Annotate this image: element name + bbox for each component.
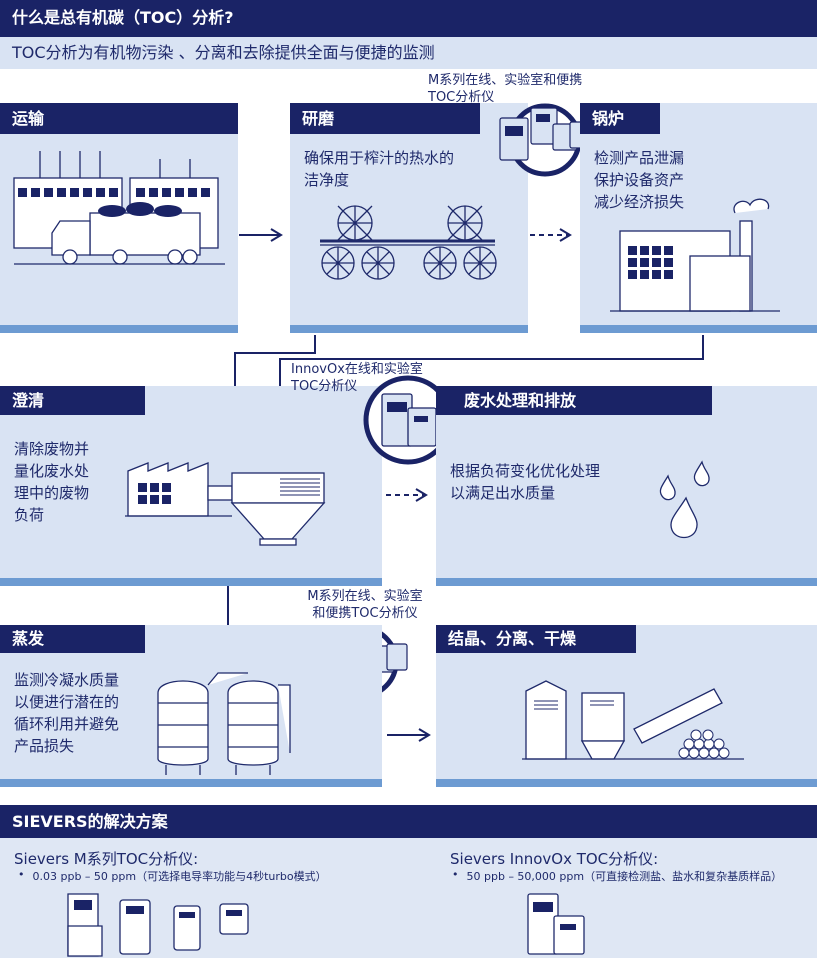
innovox-solution-title: Sievers InnovOx TOC分析仪: <box>450 850 659 868</box>
m-series-mid-label-2: 和便携TOC分析仪 <box>312 606 418 621</box>
water-drops-icon <box>659 460 710 539</box>
clarification-text-1: 清除废物并 <box>14 440 90 458</box>
clarification-accent <box>0 578 382 586</box>
boiler-text-1: 检测产品泄漏 <box>594 149 685 167</box>
innovox-product-image <box>527 893 585 955</box>
wastewater-panel: 废水处理和排放 根据负荷变化优化处理 以满足出水质量 <box>436 386 817 586</box>
transport-accent <box>0 325 238 333</box>
m-series-mid-label-1: M系列在线、实验室 <box>307 589 423 604</box>
m-series-instruments-icon <box>499 103 591 177</box>
evaporator-tanks-illustration <box>157 672 291 775</box>
wastewater-text-2: 以满足出水质量 <box>450 484 556 502</box>
transport-header: 运输 <box>0 103 238 134</box>
innovox-bullet-icon: • <box>452 868 459 881</box>
clarification-text-4: 负荷 <box>14 506 45 524</box>
m-series-top-label-1: M系列在线、实验室和便携 <box>428 73 583 88</box>
evaporation-header: 蒸发 <box>0 625 145 653</box>
m-series-solution-range: 0.03 ppb – 50 ppm（可选择电导率功能与4秒turbo模式） <box>32 870 327 883</box>
transport-panel: 运输 <box>0 103 238 333</box>
crystallization-panel: 结晶、分离、干燥 <box>436 625 817 787</box>
clarification-text-3: 理中的废物 <box>14 484 90 502</box>
innovox-mid-label-2: TOC分析仪 <box>291 379 358 394</box>
boiler-factory-illustration <box>610 198 780 312</box>
boiler-text-3: 减少经济损失 <box>594 193 685 211</box>
innovox-mid-label-1: InnovOx在线和实验室 <box>291 362 423 377</box>
evaporation-text-1: 监测冷凝水质量 <box>14 671 120 689</box>
boiler-panel: 锅炉 检测产品泄漏 保护设备资产 减少经济损失 <box>580 103 817 333</box>
evaporation-text-3: 循环利用并避免 <box>14 715 120 733</box>
solutions-header: SIEVERS的解决方案 <box>0 805 817 838</box>
grinding-rollers-illustration <box>320 205 497 280</box>
arrow-evaporation-crystallization <box>387 728 431 742</box>
grinding-accent <box>290 325 528 333</box>
page-subtitle: TOC分析为有机物污染 、分离和去除提供全面与便捷的监测 <box>0 37 817 69</box>
dashed-arrow-grinding-boiler <box>530 228 572 242</box>
boiler-text-2: 保护设备资产 <box>594 171 685 189</box>
evaporation-text-2: 以便进行潜在的 <box>14 693 120 711</box>
wastewater-header: 废水处理和排放 <box>436 386 712 415</box>
evaporation-accent <box>0 779 382 787</box>
clarification-panel: 澄清 清除废物并 量化废水处 理中的废物 负荷 <box>0 386 382 586</box>
m-series-solution-title: Sievers M系列TOC分析仪: <box>14 850 199 868</box>
page-title: 什么是总有机碳（TOC）分析? <box>0 0 817 37</box>
grinding-panel: 研磨 确保用于榨汁的热水的 洁净度 <box>290 103 528 333</box>
boiler-header: 锅炉 <box>580 103 660 134</box>
m-series-products-image <box>67 893 249 957</box>
clarification-text-2: 量化废水处 <box>14 462 90 480</box>
grinding-text-2: 洁净度 <box>304 171 350 189</box>
dashed-arrow-clarification-wastewater <box>386 488 428 502</box>
wastewater-text-1: 根据负荷变化优化处理 <box>450 462 601 480</box>
evaporation-text-4: 产品损失 <box>14 737 75 755</box>
innovox-solution-range: 50 ppb – 50,000 ppm（可直接检测盐、盐水和复杂基质样品） <box>466 870 783 883</box>
factory-truck-illustration <box>13 151 225 265</box>
grinding-header: 研磨 <box>290 103 480 134</box>
evaporation-panel: 蒸发 监测冷凝水质量 以便进行潜在的 循环利用并避免 产品损失 <box>0 625 382 787</box>
crystallization-accent <box>436 779 817 787</box>
wastewater-accent <box>436 578 817 586</box>
arrow-transport-grinding <box>239 228 283 242</box>
m-series-bullet-icon: • <box>18 868 25 881</box>
solutions-panel: Sievers M系列TOC分析仪: • 0.03 ppb – 50 ppm（可… <box>0 838 817 958</box>
crystallization-header: 结晶、分离、干燥 <box>436 625 636 653</box>
clarifier-tank-illustration <box>125 462 326 546</box>
grinding-text-1: 确保用于榨汁的热水的 <box>304 149 455 167</box>
dryer-silos-illustration <box>522 680 744 760</box>
m-series-top-label-2: TOC分析仪 <box>428 90 495 105</box>
clarification-header: 澄清 <box>0 386 145 415</box>
boiler-accent <box>580 325 817 333</box>
